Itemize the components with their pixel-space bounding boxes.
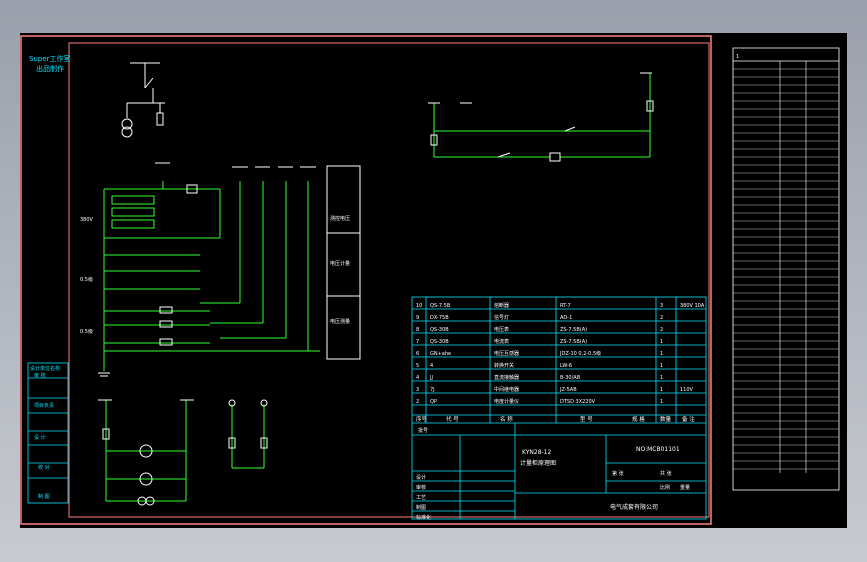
title-row-3-col-0: 7 [416, 339, 419, 345]
drawing-name-2: 计量柜原理图 [520, 459, 556, 467]
title-row-3-col-1: QS-30B [430, 339, 449, 345]
title-row-7-col-3: JZ-5AB [559, 387, 577, 393]
sheet-border [20, 35, 712, 525]
stamp-line-1: Super工作室 [29, 54, 71, 63]
lamp-circuit [105, 400, 265, 502]
title-row-4-col-1: GN+ahe [430, 351, 451, 357]
title-row-0-col-4: 3 [660, 303, 663, 309]
drawing-name-1: KYN28-12 [522, 449, 551, 456]
sheet-label: 第 张 [612, 470, 624, 477]
title-row-7-col-1: 7J [430, 387, 435, 393]
project-label: 批号 [418, 427, 428, 434]
title-row-2-col-2: 电压表 [494, 326, 509, 333]
pt-wiring [103, 181, 320, 371]
title-row-1-col-4: 2 [660, 315, 663, 321]
title-row-2-col-3: ZS-7.5B(A) [560, 327, 587, 333]
title-row-3-col-4: 1 [660, 339, 663, 345]
title-row-4-col-3: JDZ-10 0.2-0.5级 [559, 350, 601, 357]
title-row-1-col-0: 9 [416, 315, 419, 321]
title-row-6-col-1: JJ [429, 375, 433, 381]
left-sidebar [27, 362, 69, 504]
title-row-2-col-0: 8 [416, 327, 419, 333]
title-row-5-col-3: LW-6 [560, 363, 572, 369]
title-row-6-col-3: B-30/AB [560, 375, 581, 381]
fuses [98, 162, 316, 377]
sidebar-text-0: 设计单位名称 [30, 365, 60, 372]
control-circuit [433, 73, 651, 158]
title-block-grid [411, 296, 707, 520]
title-header-2: 名 称 [500, 415, 513, 423]
title-row-8-col-0: 2 [416, 399, 419, 405]
incoming-switch-symbol [121, 62, 165, 138]
sidebar-text-5: 制 图 [38, 493, 50, 500]
title-row-0-col-1: QS-7.5B [430, 303, 451, 309]
sheet-inner-border [68, 42, 710, 518]
title-row-2-col-4: 2 [660, 327, 663, 333]
sidebar-text-3: 设 计 [34, 434, 46, 441]
title-header-6: 备 注 [682, 415, 695, 423]
voltage-label-380: 380V [80, 217, 94, 223]
voltage-label-05b: 0.5级 [80, 328, 93, 335]
title-row-0-col-5: 380V 10A [680, 303, 705, 309]
title-row-5-col-0: 5 [416, 363, 419, 369]
title-row-4-col-2: 电压互感器 [494, 350, 519, 357]
drawing-canvas: Super工作室 出品制作 设计单位名称 审 核 项目负责 设 计 校 对 制 … [20, 33, 847, 528]
title-row-1-col-2: 信号灯 [494, 314, 509, 321]
title-row-1-col-3: AD-1 [560, 315, 572, 321]
sidebar-text-4: 校 对 [38, 464, 50, 471]
stamp-line-2: 出品制作 [36, 64, 64, 73]
title-row-6-col-2: 直流接触器 [494, 374, 519, 381]
title-header-1: 代 号 [446, 415, 459, 423]
box-label-0: 测控电压 [330, 215, 350, 222]
drawing-number: NO:MCB01101 [636, 446, 680, 453]
title-row-6-col-0: 4 [416, 375, 419, 381]
sign-row-3: 制图 [416, 504, 426, 511]
title-row-5-col-4: 1 [660, 363, 663, 369]
voltage-label-05a: 0.5级 [80, 276, 93, 283]
terminal-header: 1 [736, 54, 739, 60]
title-block-rows: 10 QS-7.5B 熔断器 RT-7 3 380V 10A 9 DX-75B 信号灯 AD-1 2… [416, 302, 705, 521]
sign-row-0: 设计 [416, 474, 426, 481]
function-boxes [326, 165, 361, 360]
title-header-3: 型 号 [580, 415, 593, 423]
weight-label: 重量 [680, 484, 690, 491]
title-row-7-col-2: 中间继电器 [494, 386, 519, 393]
title-row-0-col-3: RT-7 [560, 303, 571, 309]
sign-row-2: 工艺 [416, 495, 426, 501]
box-label-1: 电压计量 [330, 260, 350, 267]
title-row-7-col-0: 3 [416, 387, 419, 393]
sign-row-4: 标准化 [416, 514, 431, 521]
sidebar-text-1: 审 核 [34, 372, 46, 379]
title-row-2-col-1: QS-30B [430, 327, 449, 333]
title-row-6-col-4: 1 [660, 375, 663, 381]
title-row-5-col-2: 转换开关 [494, 362, 514, 369]
title-row-7-col-5: 110V [680, 387, 694, 393]
title-row-8-col-1: QP [430, 399, 437, 405]
lamp-symbols [98, 399, 268, 506]
title-row-8-col-3: DTSD 3X220V [560, 399, 596, 405]
title-row-4-col-0: 6 [416, 351, 419, 357]
title-row-8-col-4: 1 [660, 399, 663, 405]
title-row-4-col-4: 1 [660, 351, 663, 357]
title-row-8-col-2: 电度计量仪 [494, 398, 519, 405]
control-symbols [428, 72, 654, 162]
title-row-1-col-1: DX-75B [430, 315, 449, 321]
scale-label: 比例 [660, 484, 670, 491]
title-header-5: 数量 [660, 415, 672, 423]
title-row-7-col-4: 1 [660, 387, 663, 393]
title-row-0-col-2: 熔断器 [494, 302, 509, 309]
sidebar-text-2: 项目负责 [34, 402, 54, 409]
total-label: 共 张 [660, 470, 672, 477]
sign-row-1: 审核 [416, 484, 426, 491]
schematic-svg: Super工作室 出品制作 设计单位名称 审 核 项目负责 设 计 校 对 制 … [20, 35, 840, 525]
title-header-4: 规 格 [632, 415, 645, 423]
box-label-2: 电压测量 [330, 318, 350, 325]
title-row-0-col-0: 10 [416, 303, 422, 309]
title-row-5-col-1: 4 [430, 363, 433, 369]
title-row-3-col-3: ZS-7.5B(A) [560, 339, 587, 345]
terminal-panel [732, 47, 840, 491]
title-row-3-col-2: 电流表 [494, 338, 509, 345]
company-name: 电气成套有限公司 [610, 503, 658, 511]
title-header-0: 序号 [416, 415, 428, 423]
